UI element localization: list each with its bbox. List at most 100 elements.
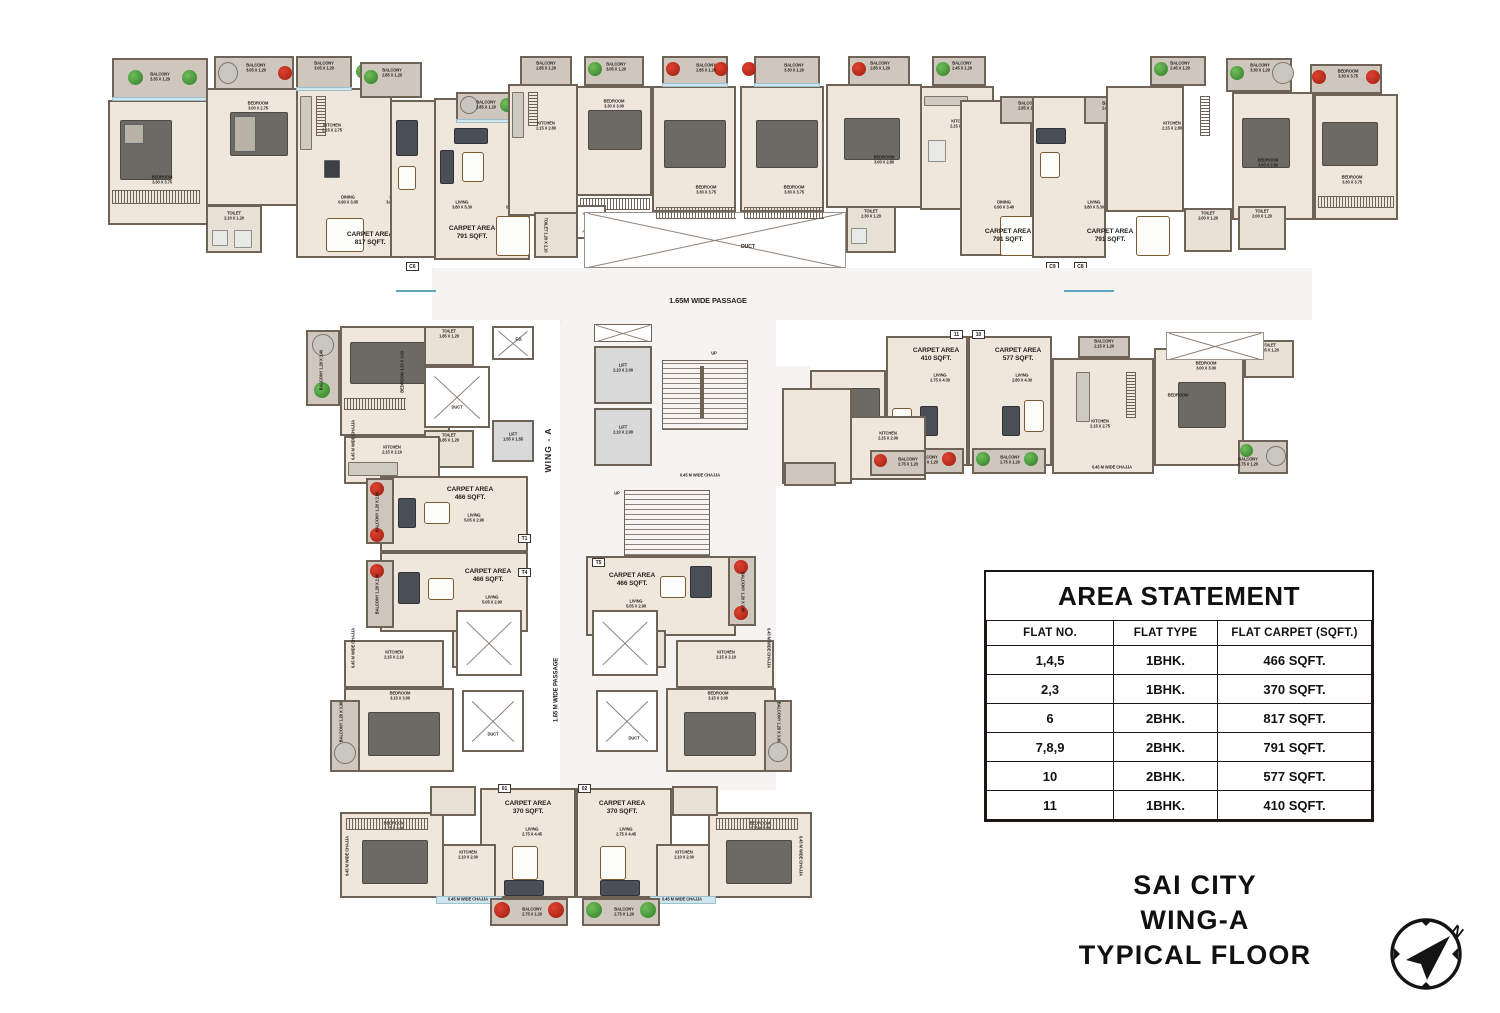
appliance bbox=[928, 140, 946, 162]
plant-icon bbox=[666, 62, 680, 76]
dining-table bbox=[1000, 216, 1034, 256]
plant-icon bbox=[1154, 62, 1168, 76]
duct-main bbox=[584, 212, 846, 268]
unit-badge: 02 bbox=[578, 784, 591, 793]
north-arrow-icon: N bbox=[1380, 908, 1472, 1000]
unit-badge: T1 bbox=[518, 534, 531, 543]
cell-flat-no: 10 bbox=[985, 761, 1115, 791]
cell-flat-type: 1BHK. bbox=[1113, 645, 1218, 675]
kitchen-counter bbox=[1076, 372, 1090, 422]
cell-flat-no: 7,8,9 bbox=[985, 732, 1115, 762]
coffee-table bbox=[398, 166, 416, 190]
right-duct bbox=[1166, 332, 1264, 360]
flat1-toilet bbox=[424, 326, 474, 366]
flat10-kitchen-block bbox=[1052, 358, 1154, 474]
coffee-table bbox=[428, 578, 454, 600]
chajja-strip bbox=[296, 87, 352, 91]
duct-left3 bbox=[456, 610, 522, 676]
north-letter: N bbox=[1448, 922, 1467, 942]
bed-furniture bbox=[120, 120, 172, 180]
plant-icon bbox=[548, 902, 564, 918]
plant-icon bbox=[714, 62, 728, 76]
duct-left2 bbox=[462, 690, 524, 752]
cell-flat-carpet: 466 SQFT. bbox=[1216, 645, 1373, 675]
wing-tag: WING - A bbox=[543, 427, 554, 473]
bed-furniture bbox=[756, 120, 818, 168]
top-passage bbox=[432, 268, 1312, 320]
flat8-balcony2 bbox=[754, 56, 820, 86]
right-balcony-c bbox=[1078, 336, 1130, 358]
flat9c-toilet bbox=[1184, 208, 1232, 252]
service-line bbox=[396, 290, 436, 292]
lift-2 bbox=[594, 408, 652, 466]
railing bbox=[656, 207, 736, 219]
chajja-strip bbox=[662, 83, 728, 87]
unit-badge: 11 bbox=[950, 330, 963, 339]
flat4-kitchen bbox=[344, 640, 444, 688]
project-name: SAI CITY bbox=[1133, 870, 1257, 900]
cell-flat-type: 2BHK. bbox=[1113, 703, 1218, 733]
basin bbox=[312, 334, 334, 356]
railing bbox=[528, 92, 538, 126]
appliance bbox=[324, 160, 340, 178]
wing-name: WING-A bbox=[1140, 905, 1250, 936]
shower-tray bbox=[234, 230, 252, 248]
flat8-toilet bbox=[846, 205, 896, 253]
plant-icon bbox=[734, 606, 748, 620]
basin bbox=[768, 742, 788, 762]
basin bbox=[1266, 446, 1286, 466]
chajja-strip bbox=[754, 83, 820, 87]
area-statement: AREA STATEMENT FLAT NO. FLAT TYPE FLAT C… bbox=[984, 570, 1374, 822]
flat9c-balcony bbox=[1150, 56, 1206, 86]
cell-flat-type: 1BHK. bbox=[1113, 674, 1218, 704]
plant-icon bbox=[936, 62, 950, 76]
duct-right bbox=[596, 690, 658, 752]
area-statement-title: AREA STATEMENT bbox=[1058, 581, 1300, 611]
title-block: SAI CITY WING-A TYPICAL FLOOR bbox=[1030, 868, 1360, 973]
sofa bbox=[440, 150, 454, 184]
plant-icon bbox=[976, 452, 990, 466]
service-line bbox=[1064, 290, 1114, 292]
col-flat-carpet: FLAT CARPET (SQFT.) bbox=[1216, 620, 1373, 646]
area-statement-table: AREA STATEMENT FLAT NO. FLAT TYPE FLAT C… bbox=[985, 572, 1373, 820]
flat1-living bbox=[380, 476, 528, 552]
flat6-balcony3 bbox=[296, 56, 352, 90]
staircase-upper bbox=[662, 360, 748, 430]
table-row: 11 1BHK. 410 SQFT. bbox=[985, 790, 1373, 820]
railing bbox=[344, 398, 406, 410]
sofa bbox=[1036, 128, 1066, 144]
railing bbox=[316, 96, 326, 136]
bed-furniture bbox=[588, 110, 642, 150]
sheet-title: TYPICAL FLOOR bbox=[1078, 940, 1312, 971]
pillow bbox=[124, 124, 144, 144]
staircase-lower bbox=[624, 490, 710, 556]
stair-wall bbox=[700, 366, 704, 418]
plant-icon bbox=[128, 70, 143, 85]
railing bbox=[1126, 372, 1136, 418]
flat2-toilet bbox=[430, 786, 476, 816]
coffee-table bbox=[462, 152, 484, 182]
basin bbox=[1272, 62, 1294, 84]
bed-furniture bbox=[726, 840, 792, 884]
plant-icon bbox=[1240, 444, 1253, 457]
table-row: 6 2BHK. 817 SQFT. bbox=[985, 703, 1373, 733]
plant-icon bbox=[1312, 70, 1326, 84]
basin bbox=[334, 742, 356, 764]
cell-flat-no: 6 bbox=[985, 703, 1115, 733]
plant-icon bbox=[364, 70, 378, 84]
table-row: 1,4,5 1BHK. 466 SQFT. bbox=[985, 645, 1373, 675]
bed-furniture bbox=[1322, 122, 1378, 166]
cell-flat-carpet: 370 SQFT. bbox=[1216, 674, 1373, 704]
table-row: 10 2BHK. 577 SQFT. bbox=[985, 761, 1373, 791]
col-flat-type: FLAT TYPE bbox=[1113, 620, 1218, 646]
bed-furniture bbox=[844, 118, 900, 160]
railing bbox=[744, 207, 824, 219]
flat2-kitchen bbox=[440, 844, 496, 900]
fd-duct bbox=[492, 326, 534, 360]
plant-icon bbox=[1366, 70, 1380, 84]
plant-icon bbox=[742, 62, 756, 76]
sofa bbox=[454, 128, 488, 144]
bed-furniture bbox=[1178, 382, 1226, 428]
core-duct bbox=[594, 324, 652, 342]
